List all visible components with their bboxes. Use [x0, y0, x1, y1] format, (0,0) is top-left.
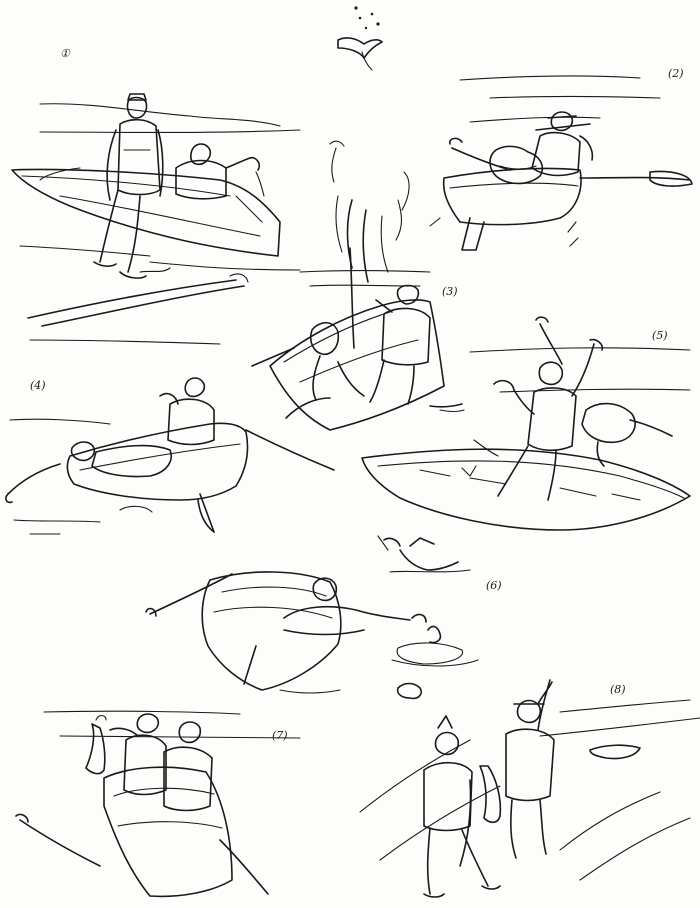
panel-3-scene [251, 140, 465, 431]
panel-6-scene [145, 535, 479, 700]
panel-8-scene [359, 679, 700, 898]
panel-label-2: (2) [668, 67, 684, 80]
panel-4-scene [5, 377, 335, 535]
falling-bird [337, 6, 383, 71]
panel-1-scene [11, 93, 301, 345]
panel-label-8: (8) [610, 683, 626, 696]
panel-5-scene [361, 316, 691, 531]
panel-label-5: (5) [652, 329, 668, 342]
panel-label-6: (6) [486, 579, 502, 592]
panel-label-4: (4) [30, 379, 46, 392]
panel-2-scene [429, 75, 693, 251]
panel-7-scene [15, 710, 301, 898]
panel-label-7: (7) [272, 729, 288, 742]
panel-label-1: ① [60, 47, 70, 60]
panel-label-3: (3) [442, 285, 458, 298]
